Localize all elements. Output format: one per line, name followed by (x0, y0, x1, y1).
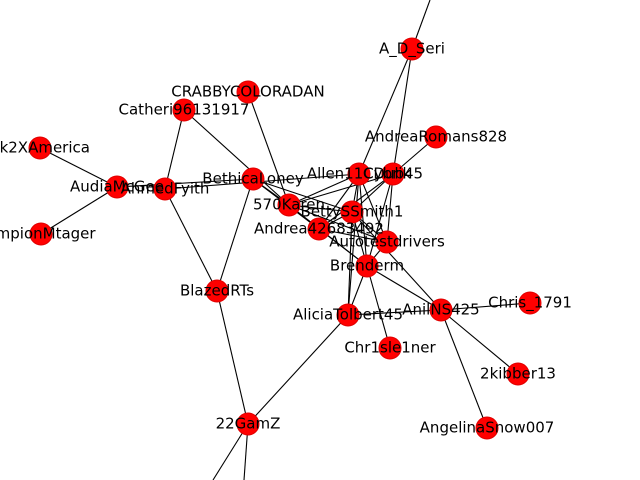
graph-node (347, 162, 371, 186)
graph-edge (351, 211, 442, 311)
graph-edge (288, 204, 388, 243)
graph-edge (216, 178, 254, 292)
node-label: 2kibber13 (480, 365, 556, 383)
graph-edge (347, 173, 360, 316)
node-label: CRABBYCOLORADAN (171, 83, 324, 101)
graph-edge (366, 173, 394, 267)
graph-node (340, 200, 364, 224)
node-label: AudiaMcGee (70, 178, 164, 196)
graph-edge (288, 173, 394, 206)
node-label: AndreaRomans828 (365, 128, 507, 146)
node-label: BettySSmith1 (301, 203, 404, 221)
node-label: Chris_1791 (488, 294, 572, 313)
node-label: AnilNS425 (402, 301, 479, 319)
graph-node (236, 80, 260, 104)
graph-edge (347, 211, 353, 316)
graph-edge (183, 109, 290, 206)
graph-node (378, 336, 402, 360)
graph-edge (164, 109, 185, 190)
graph-node (241, 167, 265, 191)
node-label: Catheri96131917 (119, 101, 250, 119)
graph-node (105, 175, 129, 199)
node-label: ampionMtager (0, 225, 96, 243)
node-label: BlazedRTs (180, 282, 254, 300)
graph-edges (39, 0, 531, 480)
node-label: BethicaLoney (202, 170, 304, 188)
graph-edge (440, 302, 531, 311)
graph-edge (288, 173, 360, 206)
graph-edge (116, 178, 254, 188)
graph-node (424, 125, 448, 149)
graph-node (475, 416, 499, 440)
graph-node (355, 254, 379, 278)
node-label: AliciaTolbert45 (293, 306, 403, 324)
graph-edge (366, 265, 442, 311)
node-label: CDub45 (363, 165, 423, 183)
node-label: AngelinaSnow007 (420, 419, 555, 437)
graph-node (307, 217, 331, 241)
graph-node (236, 412, 260, 436)
node-label: AhmedFyith (121, 180, 210, 198)
graph-node (153, 177, 177, 201)
graph-node (29, 222, 53, 246)
node-label: Andrea42683492 (254, 220, 384, 238)
node-label: Brenderm (330, 257, 404, 275)
graph-node (205, 279, 229, 303)
graph-edge (440, 309, 519, 375)
graph-edge (366, 265, 391, 349)
graph-node (277, 193, 301, 217)
graph-edge (318, 228, 388, 243)
node-label: Autotestdrivers (329, 233, 445, 251)
graph-node (172, 98, 196, 122)
graph-node (336, 303, 360, 327)
graph-edge (392, 48, 413, 175)
graph-labels: A_D_SeriCRABBYCOLORADANCatheri96131917An… (0, 40, 572, 437)
graph-edge (40, 186, 118, 235)
graph-edge (216, 290, 249, 425)
graph-edge (247, 91, 290, 206)
node-label: A_D_Seri (379, 40, 445, 59)
graph-edge (440, 309, 488, 429)
graph-node (400, 37, 424, 61)
graph-node (381, 162, 405, 186)
graph-edge (39, 147, 118, 188)
graph-edge (358, 173, 368, 267)
graph-node (28, 136, 52, 160)
graph-node (518, 291, 542, 315)
node-label: 22GamZ (216, 415, 281, 433)
graph-node (375, 230, 399, 254)
graph-edge (347, 309, 442, 316)
graph-edge (358, 48, 413, 175)
graph-edge (358, 173, 388, 243)
graph-node (429, 298, 453, 322)
node-label: Chr1sle1ner (344, 339, 436, 357)
graph-edge (164, 188, 218, 292)
graph-nodes (28, 37, 542, 440)
node-label: Allen11Cybrik (307, 165, 412, 183)
node-label: 570Karen (253, 196, 325, 214)
graph-node (506, 362, 530, 386)
graph-edge (247, 314, 349, 425)
node-label: nk2XAmerica (0, 139, 90, 157)
